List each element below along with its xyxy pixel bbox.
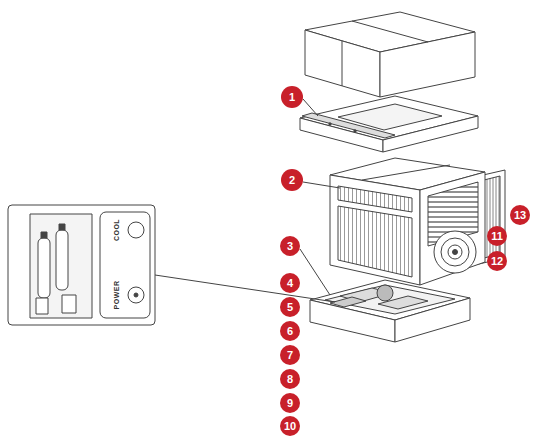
button-label: COOL <box>113 219 120 241</box>
carton-box <box>305 12 475 97</box>
callout-number: 12 <box>491 256 503 267</box>
callout-discs <box>280 86 530 436</box>
callout-number: 7 <box>287 350 293 361</box>
callout-number: 11 <box>491 231 503 242</box>
callout-number: 9 <box>287 398 293 409</box>
callout-number: 6 <box>287 326 293 337</box>
callout-number: 10 <box>284 421 296 432</box>
callout-number: 3 <box>287 241 293 252</box>
top-pad <box>300 96 478 152</box>
base-tray <box>310 280 470 342</box>
callout-number: 4 <box>287 278 293 289</box>
callout-number: 2 <box>289 175 295 186</box>
callout-number: 8 <box>287 374 293 385</box>
button-label: POWER <box>113 281 120 310</box>
air-conditioner-unit <box>330 158 485 285</box>
callout-number: 13 <box>514 210 526 221</box>
leader-lines <box>155 99 340 302</box>
callout-number: 5 <box>287 302 293 313</box>
remote-inset <box>8 205 155 325</box>
callout-number: 1 <box>289 92 295 103</box>
